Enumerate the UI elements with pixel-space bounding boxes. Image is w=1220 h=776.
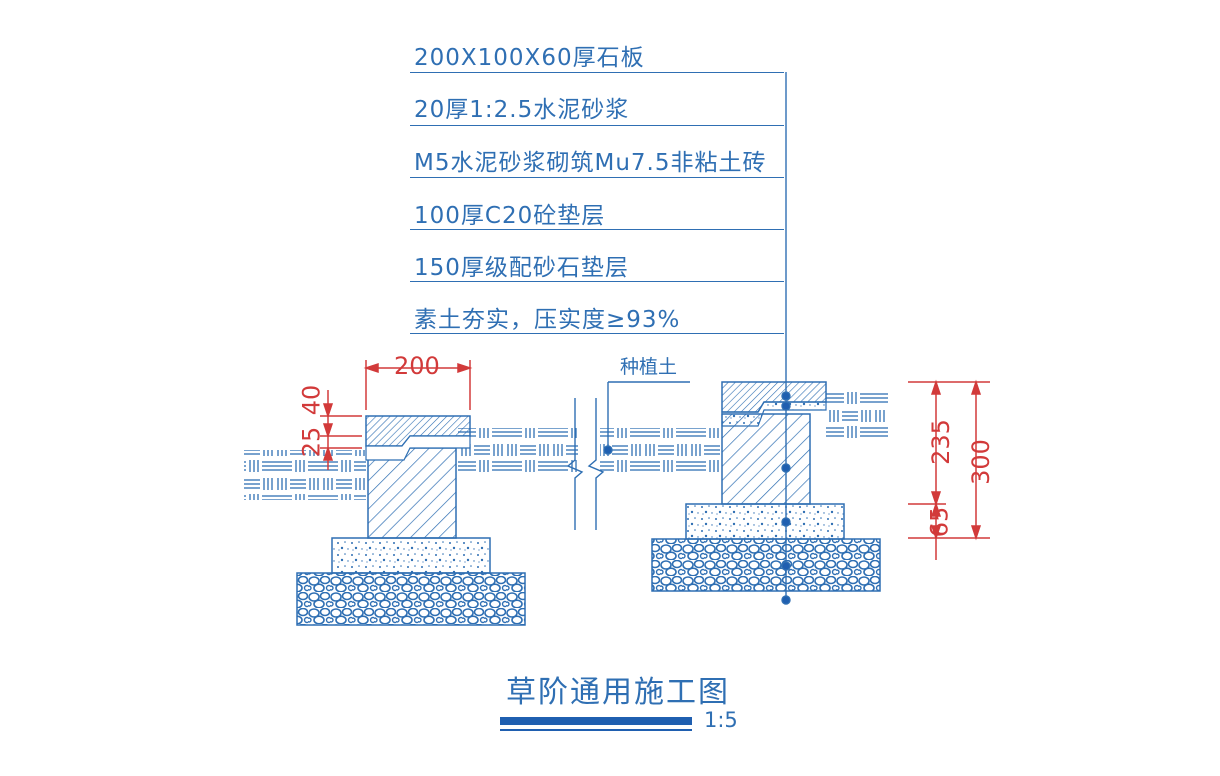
planting-soil-label: 种植土: [620, 356, 678, 378]
callout-brick: M5水泥砂浆砌筑Mu7.5非粘土砖: [414, 150, 767, 176]
right-step-section: [600, 381, 888, 592]
left-gravel-bed: [296, 572, 526, 626]
callout-compacted-soil: 素土夯实，压实度≥93%: [414, 307, 681, 333]
left-step-section: [244, 398, 605, 626]
right-soil-right: [826, 392, 888, 438]
left-brick-wall: [367, 447, 457, 539]
left-break-line-2: [587, 398, 605, 530]
callout-rule-1: [410, 72, 784, 73]
callout-rule-3: [410, 177, 784, 178]
right-mortar: [721, 401, 827, 427]
left-mortar: [365, 435, 471, 461]
callout-concrete: 100厚C20砼垫层: [414, 203, 606, 229]
right-dimensions: [908, 379, 990, 560]
callout-leader: [603, 72, 791, 605]
left-concrete-cushion: [331, 537, 491, 574]
dim-left-25: 25: [297, 426, 326, 458]
callout-mortar: 20厚1:2.5水泥砂浆: [414, 97, 630, 123]
dim-slab-width: 200: [394, 352, 440, 380]
title-underline-thin: [500, 729, 692, 731]
left-break-line: [566, 398, 584, 530]
dim-right-235: 235: [926, 419, 955, 465]
left-soil-inner: [458, 428, 578, 474]
drawing-title: 草阶通用施工图: [506, 675, 730, 710]
right-concrete-cushion: [685, 503, 845, 540]
right-gravel-bed: [651, 538, 881, 592]
drawing-scale: 1:5: [704, 708, 738, 732]
right-soil-left: [600, 428, 720, 478]
callout-rule-4: [410, 229, 784, 230]
left-soil-outer: [244, 450, 366, 500]
callout-stone-slab: 200X100X60厚石板: [414, 45, 645, 71]
callout-rule-2: [410, 125, 784, 126]
callout-rule-6: [410, 333, 784, 334]
dim-left-40: 40: [297, 384, 326, 416]
dim-right-65: 65: [925, 506, 954, 538]
dim-right-300: 300: [966, 439, 995, 485]
callout-gravel: 150厚级配砂石垫层: [414, 255, 629, 281]
left-dimensions: [320, 360, 473, 470]
title-underline-thick: [500, 717, 692, 725]
right-brick-wall: [721, 413, 811, 505]
callout-rule-5: [410, 281, 784, 282]
